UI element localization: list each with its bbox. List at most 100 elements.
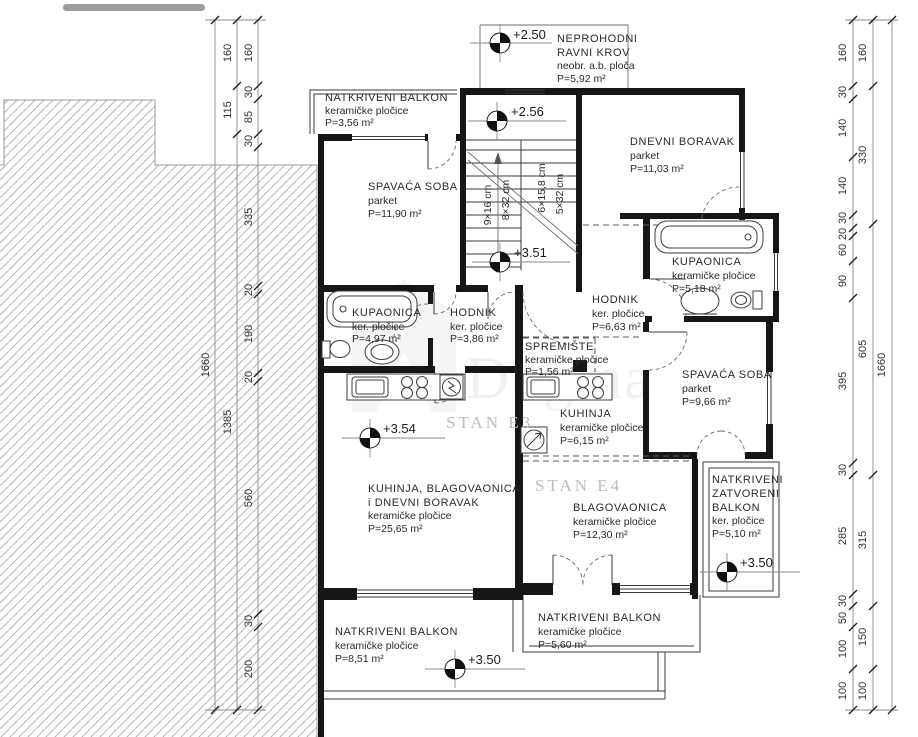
dimension-chain-left: 160 30 85 30 335 20 190 20 560 30 200 16… bbox=[200, 15, 266, 715]
svg-text:ZATVORENI: ZATVORENI bbox=[712, 488, 780, 500]
svg-text:150: 150 bbox=[857, 628, 869, 646]
room-label-kupaonica-e3: KUPAONICA ker. pločice P=4,97 m² bbox=[352, 307, 421, 345]
svg-text:ker. pločice: ker. pločice bbox=[352, 321, 405, 333]
stair-flight1-risers: 9×16 cm bbox=[482, 184, 494, 225]
stove-burners-e4 bbox=[577, 376, 604, 399]
dimension-labels-right-inner: 160 30 140 140 30 20 60 90 395 30 285 30… bbox=[837, 44, 849, 700]
elevation-marker-e4-balcony: +3.50 bbox=[700, 553, 800, 591]
svg-text:parket: parket bbox=[682, 383, 711, 395]
bathtub-e3 bbox=[326, 290, 418, 328]
top-bar bbox=[63, 4, 205, 11]
shaft bbox=[573, 360, 587, 372]
dimension-labels-right-middle: 160 330 605 315 150 100 bbox=[857, 44, 869, 700]
svg-text:DNEVNI BORAVAK: DNEVNI BORAVAK bbox=[630, 136, 735, 148]
room-label-hodnik-e3: HODNIK ker. pločice P=3,86 m² bbox=[450, 307, 503, 345]
svg-text:keramičke pločice: keramičke pločice bbox=[573, 516, 657, 528]
toilet-e4 bbox=[730, 290, 763, 310]
svg-text:ker. pločice: ker. pločice bbox=[712, 515, 765, 527]
svg-text:30: 30 bbox=[837, 464, 849, 476]
svg-text:315: 315 bbox=[857, 531, 869, 549]
electrical-panel-e3-icon bbox=[439, 374, 464, 400]
svg-text:100: 100 bbox=[837, 682, 849, 700]
svg-text:1660: 1660 bbox=[200, 353, 212, 377]
stair-arrow-icon bbox=[494, 152, 502, 164]
svg-text:P=5,60 m²: P=5,60 m² bbox=[538, 639, 587, 651]
svg-text:140: 140 bbox=[837, 177, 849, 195]
svg-text:neobr. a.b. ploča: neobr. a.b. ploča bbox=[557, 60, 635, 72]
kitchen-counter-e3 bbox=[346, 373, 466, 401]
stair-break-line bbox=[467, 151, 579, 255]
svg-text:30: 30 bbox=[837, 212, 849, 224]
svg-text:HODNIK: HODNIK bbox=[592, 294, 638, 306]
svg-text:HODNIK: HODNIK bbox=[450, 307, 496, 319]
svg-text:SPAVAĆA SOBA: SPAVAĆA SOBA bbox=[368, 180, 458, 193]
dimension-labels-right-outer: 1660 bbox=[876, 353, 888, 377]
svg-text:ker. pločice: ker. pločice bbox=[450, 321, 503, 333]
svg-text:RAVNI KROV: RAVNI KROV bbox=[557, 47, 630, 59]
svg-text:KUPAONICA: KUPAONICA bbox=[672, 256, 741, 268]
svg-text:keramičke pločice: keramičke pločice bbox=[672, 270, 756, 282]
balcony-e4-outline bbox=[522, 595, 701, 653]
svg-text:keramičke pločice: keramičke pločice bbox=[560, 422, 644, 434]
svg-text:160: 160 bbox=[222, 44, 234, 62]
balcony-e3-outline bbox=[322, 600, 666, 700]
room-label-dnevni-e3: KUHINJA, BLAGOVAONICA i DNEVNI BORAVAK k… bbox=[368, 483, 520, 535]
stove-burners-e3 bbox=[401, 376, 428, 399]
toilet-e3 bbox=[321, 340, 351, 359]
svg-text:90: 90 bbox=[837, 275, 849, 287]
svg-text:keramičke pločice: keramičke pločice bbox=[525, 354, 609, 366]
svg-text:605: 605 bbox=[857, 340, 869, 358]
svg-text:160: 160 bbox=[857, 44, 869, 62]
svg-text:NEPROHODNI: NEPROHODNI bbox=[557, 33, 638, 45]
room-label-balkon-nw: NATKRIVENI BALKON keramičke pločice P=3,… bbox=[325, 92, 447, 129]
room-label-blagovaonica-e4: BLAGOVAONICA keramičke pločice P=12,30 m… bbox=[573, 502, 666, 541]
door-swings bbox=[393, 140, 746, 586]
svg-text:+3.54: +3.54 bbox=[383, 421, 416, 436]
svg-text:SPREMIŠTE: SPREMIŠTE bbox=[525, 340, 594, 353]
room-label-hodnik-e4: HODNIK ker. pločice P=6,63 m² bbox=[592, 294, 645, 333]
svg-text:160: 160 bbox=[837, 44, 849, 62]
svg-text:115: 115 bbox=[222, 101, 234, 119]
svg-text:P=3,56 m²: P=3,56 m² bbox=[325, 117, 374, 129]
svg-text:NATKRIVENI BALKON: NATKRIVENI BALKON bbox=[538, 612, 661, 624]
elevation-marker-stair-top: +2.56 bbox=[468, 102, 566, 140]
room-label-balkon-e3: NATKRIVENI BALKON keramičke pločice P=8,… bbox=[335, 626, 457, 665]
room-label-spavaca-e4: SPAVAĆA SOBA parket P=9,66 m² bbox=[682, 368, 772, 408]
svg-text:keramičke pločice: keramičke pločice bbox=[325, 105, 409, 117]
svg-text:30: 30 bbox=[837, 595, 849, 607]
open-boundaries bbox=[523, 224, 739, 462]
balcony-outlines bbox=[309, 89, 780, 700]
stair-flight2-risers: 6×15,8 cm bbox=[536, 163, 548, 213]
svg-text:P=5,18 m²: P=5,18 m² bbox=[672, 283, 721, 295]
svg-text:20: 20 bbox=[837, 228, 849, 240]
svg-text:285: 285 bbox=[837, 527, 849, 545]
svg-text:ker. pločice: ker. pločice bbox=[592, 308, 645, 320]
svg-text:P=4,97 m²: P=4,97 m² bbox=[352, 333, 401, 345]
svg-text:20: 20 bbox=[243, 371, 255, 383]
svg-text:160: 160 bbox=[243, 44, 255, 62]
electrical-panel-e4-icon bbox=[520, 426, 548, 454]
room-label-balkon-e4: NATKRIVENI BALKON keramičke pločice P=5,… bbox=[538, 612, 661, 651]
windows bbox=[352, 89, 778, 598]
dimension-labels-left-inner: 160 30 85 30 335 20 190 20 560 30 200 bbox=[243, 44, 255, 678]
svg-text:keramičke pločice: keramičke pločice bbox=[538, 626, 622, 638]
svg-text:P=11,90 m²: P=11,90 m² bbox=[368, 208, 422, 220]
room-label-spremiste-e4: SPREMIŠTE keramičke pločice P=1,56 m² bbox=[525, 340, 609, 378]
elevation-marker-roof: +2.50 bbox=[470, 24, 552, 62]
svg-text:NATKRIVENI: NATKRIVENI bbox=[712, 474, 783, 486]
svg-text:P=6,63 m²: P=6,63 m² bbox=[592, 321, 641, 333]
dimension-labels-left-middle: 160 115 1385 bbox=[222, 44, 234, 434]
svg-text:335: 335 bbox=[243, 208, 255, 226]
svg-text:SPAVAĆA SOBA: SPAVAĆA SOBA bbox=[682, 368, 772, 381]
room-label-zatvoreni-e4: NATKRIVENI ZATVORENI BALKON ker. pločice… bbox=[712, 474, 783, 540]
kitchen-counter-e4 bbox=[522, 360, 613, 401]
svg-text:560: 560 bbox=[243, 489, 255, 507]
svg-text:keramičke pločice: keramičke pločice bbox=[368, 510, 452, 522]
svg-text:+2.50: +2.50 bbox=[513, 27, 546, 42]
stair-flight1-treads: 8×32 cm bbox=[500, 179, 512, 220]
elevation-markers: +2.50 +2.56 +3.51 +3.54 +3.50 bbox=[342, 24, 800, 688]
svg-text:100: 100 bbox=[837, 640, 849, 658]
elevation-marker-e3-balcony: +3.50 bbox=[425, 650, 525, 688]
svg-text:85: 85 bbox=[243, 111, 255, 123]
